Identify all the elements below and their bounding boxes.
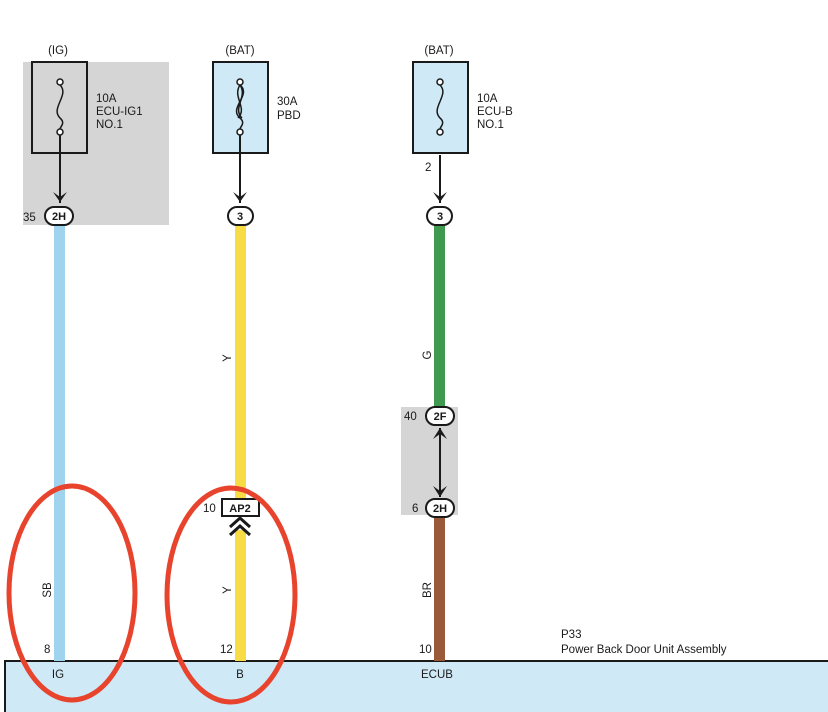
f2-top-label: 2F bbox=[434, 411, 447, 423]
fuse3-out-pin: 2 bbox=[425, 162, 431, 174]
fuse3-arrow-icon bbox=[433, 192, 447, 202]
ap2-pin: 10 bbox=[203, 503, 216, 515]
fuse1-name2: NO.1 bbox=[96, 119, 123, 131]
fuse3-source: (BAT) bbox=[424, 45, 453, 57]
f2-top-oval bbox=[425, 406, 455, 426]
fuse1-source: (IG) bbox=[48, 45, 68, 57]
wire1-lower-code: SB bbox=[42, 582, 54, 598]
ap2-chevron-up-icon bbox=[228, 515, 252, 537]
assembly-pin-b-name: B bbox=[236, 669, 244, 681]
conn2-oval bbox=[227, 206, 254, 226]
assembly-pin-ecub-name: ECUB bbox=[421, 669, 453, 681]
wire-y-upper bbox=[235, 225, 246, 498]
f2-bot-oval bbox=[425, 498, 455, 518]
fuse3-box bbox=[412, 61, 469, 154]
wire2-lower-code: Y bbox=[222, 586, 234, 594]
assembly-body bbox=[4, 660, 828, 712]
fuse3-rating: 10A bbox=[477, 93, 498, 105]
wire-sb bbox=[54, 225, 65, 661]
fuse3-name2: NO.1 bbox=[477, 119, 504, 131]
conn1-oval bbox=[44, 206, 74, 226]
ap2-label: AP2 bbox=[229, 503, 250, 515]
highlight-ellipse-b bbox=[164, 485, 298, 705]
fuse1-name: ECU-IG1 bbox=[96, 106, 143, 118]
fuse2-source: (BAT) bbox=[225, 45, 254, 57]
conn3-label: 3 bbox=[437, 211, 443, 223]
highlight-ellipse-ig bbox=[6, 483, 138, 703]
fuse1-arrow-icon bbox=[53, 192, 67, 202]
fuse2-name: PBD bbox=[277, 110, 301, 122]
wire-br bbox=[434, 515, 445, 661]
conn2-label: 3 bbox=[237, 211, 243, 223]
wire-g bbox=[434, 225, 445, 408]
fuse3-name: ECU-B bbox=[477, 106, 513, 118]
fuse1-rating: 10A bbox=[96, 93, 117, 105]
assembly-pin-ig-number: 8 bbox=[44, 644, 50, 656]
ap2-box bbox=[221, 498, 260, 517]
f2-bot-label: 2H bbox=[433, 503, 447, 515]
wire3-upper-code: G bbox=[422, 350, 434, 359]
assembly-code: P33 bbox=[561, 629, 581, 641]
wire2-upper-code: Y bbox=[222, 354, 234, 362]
fuse3-symbol bbox=[436, 78, 444, 136]
f2-arrow-down-icon bbox=[433, 486, 447, 497]
f2-arrow-up-icon bbox=[433, 428, 447, 439]
assembly-name: Power Back Door Unit Assembly bbox=[561, 644, 727, 656]
f2-top-pin: 40 bbox=[404, 411, 417, 423]
ig-junction-shade bbox=[23, 62, 169, 225]
fuse2-arrow-icon bbox=[233, 192, 247, 202]
assembly-pin-ecub-number: 10 bbox=[419, 644, 432, 656]
conn1-pin: 35 bbox=[23, 212, 36, 224]
fuse2-symbol bbox=[235, 78, 245, 136]
conn3-oval bbox=[426, 206, 453, 226]
f2-bot-pin: 6 bbox=[412, 503, 418, 515]
conn1-label: 2H bbox=[52, 211, 66, 223]
assembly-pin-b-number: 12 bbox=[220, 644, 233, 656]
assembly-pin-ig-name: IG bbox=[52, 669, 64, 681]
wire3-lower-code: BR bbox=[422, 582, 434, 598]
fuse2-rating: 30A bbox=[277, 96, 298, 108]
wire-y-lower bbox=[235, 530, 246, 661]
